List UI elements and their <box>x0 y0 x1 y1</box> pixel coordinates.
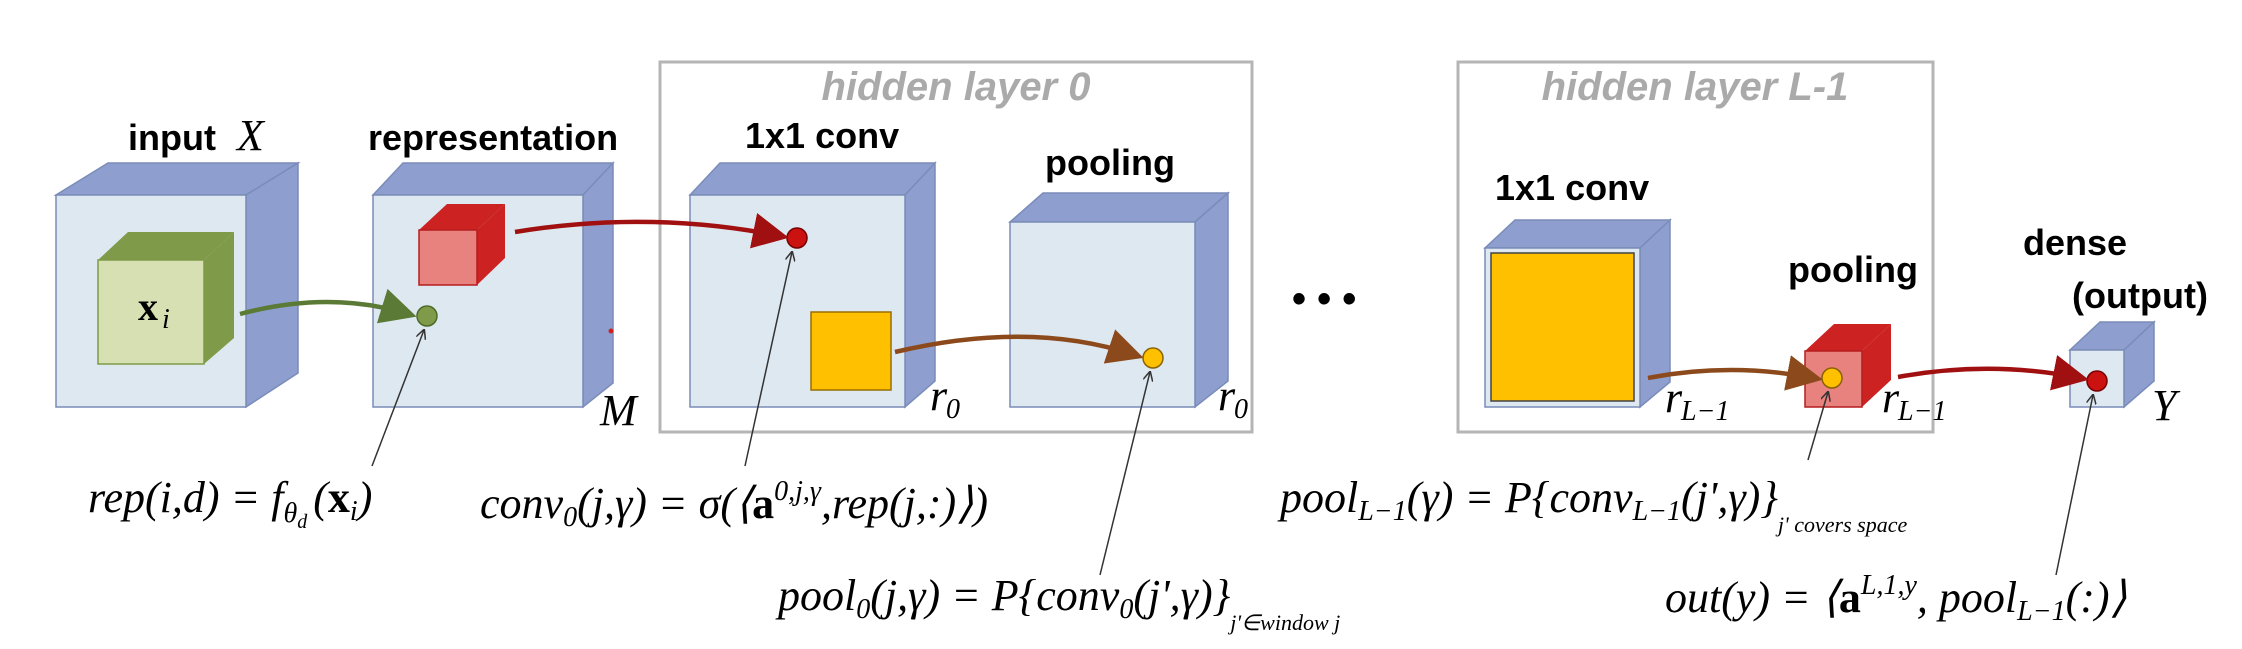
M-label: M <box>599 386 639 435</box>
poolL1-label: pooling <box>1788 249 1918 290</box>
r0a-sub: 0 <box>946 394 960 425</box>
r0a-label: r <box>930 371 948 420</box>
pointer-out <box>2055 395 2093 576</box>
svg-text:rep(i,d) = fθd(xi): rep(i,d) = fθd(xi) <box>88 473 372 533</box>
rep-green-node <box>416 305 438 327</box>
dense-output-cube <box>2068 320 2156 409</box>
svg-text:out(y) = ⟨aL,1,y, poolL−1(:)⟩: out(y) = ⟨aL,1,y, poolL−1(:)⟩ <box>1665 570 2127 627</box>
rL1b-sub: L−1 <box>1897 396 1946 427</box>
dense-label: dense <box>2023 222 2127 263</box>
svg-text:poolL−1(γ) = P{convL−1(j',γ)}j: poolL−1(γ) = P{convL−1(j',γ)}j' covers s… <box>1277 473 1907 537</box>
pool0-cube <box>1008 191 1230 409</box>
rL1a-sub: L−1 <box>1680 396 1729 427</box>
output-label: (output) <box>2072 275 2208 316</box>
formula-out: out(y) = ⟨aL,1,y, poolL−1(:)⟩ <box>1665 570 2127 627</box>
pointer-pool0 <box>1099 372 1150 576</box>
Y-label: Y <box>2152 381 2181 430</box>
input-patch-cube: x i <box>97 232 234 365</box>
hidden-layer-0-frame <box>658 60 1254 434</box>
hidden-layer-0-title: hidden layer 0 <box>822 65 1091 109</box>
input-var: X <box>235 111 266 160</box>
convL1-label: 1x1 conv <box>1495 167 1649 208</box>
svg-text:conv0(j,γ) = σ(⟨a0,j,γ,rep(j,:: conv0(j,γ) = σ(⟨a0,j,γ,rep(j,:)⟩) <box>480 476 988 533</box>
formula-poolL1: poolL−1(γ) = P{convL−1(j',γ)}j' covers s… <box>1277 473 1907 537</box>
hidden-layer-L1-title: hidden layer L-1 <box>1542 65 1849 109</box>
formula-pool0: pool0(j,γ) = P{conv0(j',γ)}j'∈window j <box>775 571 1340 635</box>
poolL1-cube <box>1804 324 1891 408</box>
convL1-cube <box>1483 218 1672 409</box>
rL1a-label: r <box>1665 373 1683 422</box>
rep-red-cube <box>418 204 505 286</box>
input-cube <box>53 161 301 409</box>
xi-label: x <box>138 284 158 329</box>
r0b-label: r <box>1218 371 1236 420</box>
rL1b-label: r <box>1882 373 1900 422</box>
arrow-input-to-rep <box>239 288 417 324</box>
pool0-label: pooling <box>1045 142 1175 183</box>
arrow-convL1-to-pool <box>1647 355 1823 391</box>
arrow-conv-to-pool <box>894 329 1144 364</box>
arrow-rep-to-conv <box>514 213 789 249</box>
representation-label: representation <box>368 117 618 158</box>
conv0-label: 1x1 conv <box>745 115 899 156</box>
xi-sub: i <box>162 304 170 335</box>
ellipsis: • • • <box>1292 277 1356 321</box>
hidden-layer-L1-frame <box>1456 60 1935 434</box>
conv0-cube <box>688 161 937 409</box>
arrow-pool-to-dense <box>1897 355 2089 391</box>
formula-conv: conv0(j,γ) = σ(⟨a0,j,γ,rep(j,:)⟩) <box>480 476 988 533</box>
pointer-poolL1 <box>1807 392 1828 461</box>
input-label: input <box>128 117 216 158</box>
svg-text:pool0(j,γ) = P{conv0(j',γ)}j'∈: pool0(j,γ) = P{conv0(j',γ)}j'∈window j <box>775 571 1340 635</box>
r0b-sub: 0 <box>1234 394 1248 425</box>
formula-rep: rep(i,d) = fθd(xi) <box>88 473 372 533</box>
pointer-rep <box>371 330 424 467</box>
pointer-conv <box>744 252 792 467</box>
